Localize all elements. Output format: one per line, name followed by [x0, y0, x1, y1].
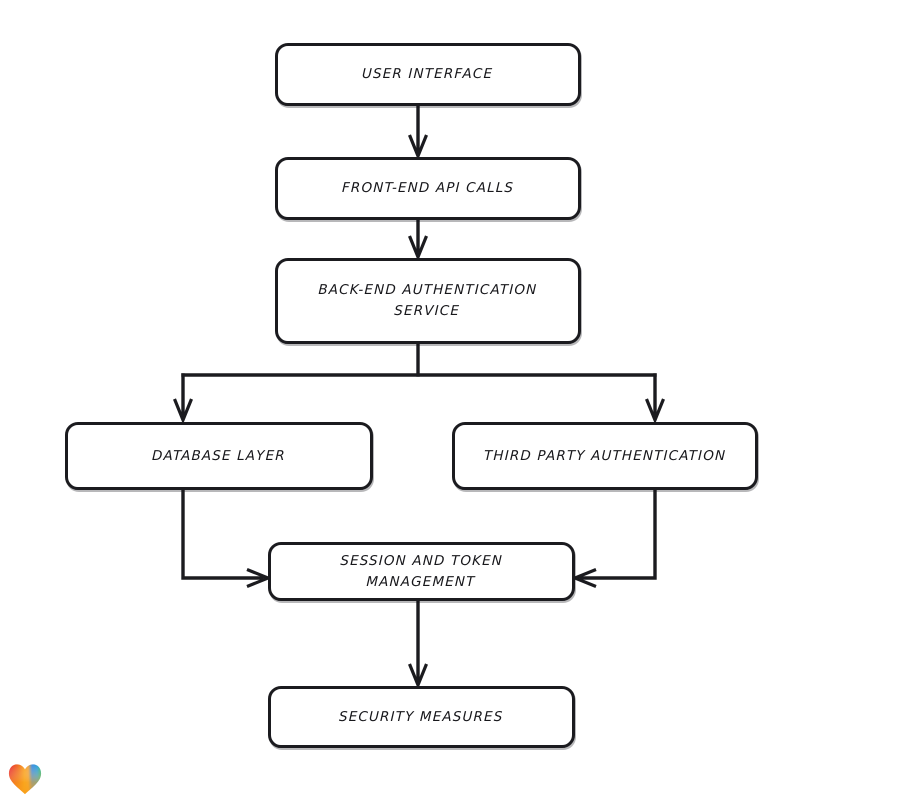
node-label: Back-End Authentication Service: [318, 282, 539, 319]
node-label: Front-End API Calls: [341, 180, 515, 197]
node-label: Security Measures: [339, 708, 505, 725]
node-session-and-token-management[interactable]: Session and Token Management: [268, 542, 575, 601]
node-user-interface[interactable]: User Interface: [275, 43, 581, 106]
heart-icon: [8, 764, 42, 795]
node-label: User Interface: [362, 66, 494, 83]
node-database-layer[interactable]: Database Layer: [65, 422, 373, 490]
node-label: Third Party Authentication: [483, 447, 727, 464]
node-label: Session and Token Management: [340, 552, 504, 590]
edge-third-to-session: [579, 488, 657, 580]
node-security-measures[interactable]: Security Measures: [268, 686, 575, 748]
node-back-end-authentication-service[interactable]: Back-End Authentication Service: [275, 258, 581, 344]
arrowhead-api-to-backend: [408, 235, 428, 262]
edge-db-to-session: [181, 488, 264, 580]
arrowhead-bus-to-db: [173, 398, 193, 425]
node-third-party-authentication[interactable]: Third Party Authentication: [452, 422, 758, 490]
arrowhead-third-to-session: [570, 568, 597, 588]
node-label: Database Layer: [151, 447, 287, 464]
arrowhead-ui-to-api: [408, 134, 428, 161]
arrowhead-bus-to-third: [645, 398, 665, 425]
node-front-end-api-calls[interactable]: Front-End API Calls: [275, 157, 581, 220]
arrowhead-session-to-security: [408, 663, 428, 690]
